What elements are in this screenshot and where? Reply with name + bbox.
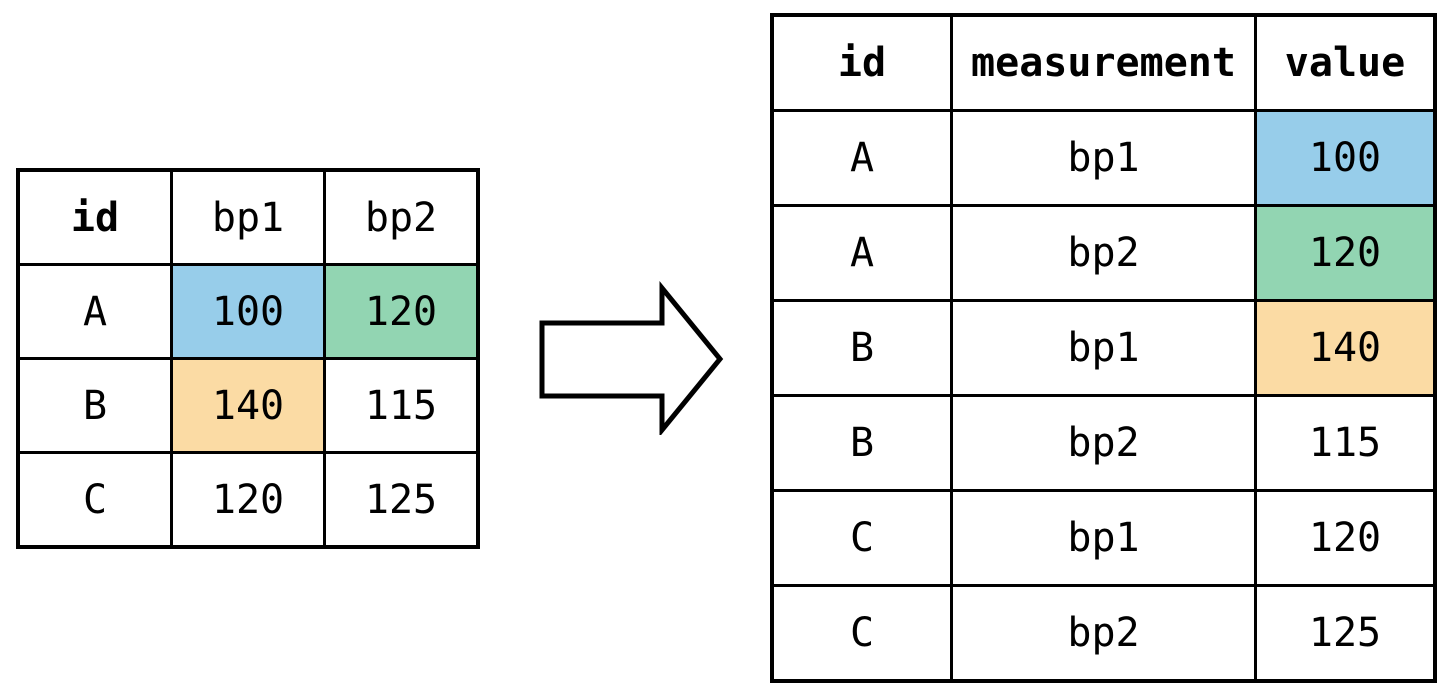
- long-table-cell-4-0: C: [770, 489, 953, 587]
- right-arrow-icon: [539, 280, 724, 438]
- long-table-cell-4-1: bp1: [950, 489, 1257, 587]
- long-table-cell-4-2: 120: [1254, 489, 1437, 587]
- long-table-cell-5-1: bp2: [950, 584, 1257, 683]
- long-table-cell-0-1: bp1: [950, 109, 1257, 207]
- wide-table-cell-0-1: 100: [170, 263, 326, 360]
- wide-table-cell-0-0: A: [16, 263, 173, 360]
- wide-table-cell-1-1: 140: [170, 357, 326, 454]
- long-table-cell-3-2: 115: [1254, 394, 1437, 492]
- long-table-header-0: id: [770, 13, 953, 112]
- wide-table-cell-2-1: 120: [170, 451, 326, 549]
- long-table-header-1: measurement: [950, 13, 1257, 112]
- wide-table-header-1: bp1: [170, 168, 326, 266]
- long-table-cell-2-0: B: [770, 299, 953, 397]
- wide-table-cell-1-2: 115: [323, 357, 480, 454]
- wide-table-cell-2-0: C: [16, 451, 173, 549]
- long-table-header-2: value: [1254, 13, 1437, 112]
- wide-table-cell-0-2: 120: [323, 263, 480, 360]
- long-table-cell-0-2: 100: [1254, 109, 1437, 207]
- long-table-cell-1-2: 120: [1254, 204, 1437, 302]
- long-table-cell-1-0: A: [770, 204, 953, 302]
- long-table-cell-3-0: B: [770, 394, 953, 492]
- long-table-cell-1-1: bp2: [950, 204, 1257, 302]
- wide-table-cell-2-2: 125: [323, 451, 480, 549]
- long-table-cell-0-0: A: [770, 109, 953, 207]
- wide-table-header-0: id: [16, 168, 173, 266]
- long-table-cell-3-1: bp2: [950, 394, 1257, 492]
- long-table-cell-2-2: 140: [1254, 299, 1437, 397]
- long-table-cell-5-2: 125: [1254, 584, 1437, 683]
- transform-arrow: [538, 280, 724, 438]
- long-table-cell-2-1: bp1: [950, 299, 1257, 397]
- wide-table-header-2: bp2: [323, 168, 480, 266]
- wide-table-cell-1-0: B: [16, 357, 173, 454]
- long-table-cell-5-0: C: [770, 584, 953, 683]
